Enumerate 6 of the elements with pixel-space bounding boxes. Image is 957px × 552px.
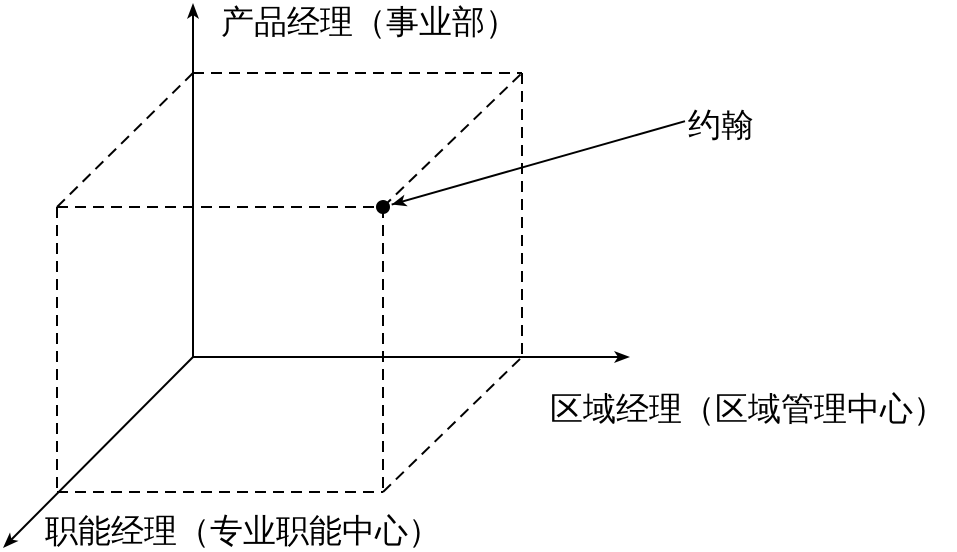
point-dot [376,200,390,214]
name-label: 约翰 [688,108,754,141]
leader-arrow [391,120,686,206]
axis-label: 产品经理（事业部） [221,5,518,38]
axis-label: 区域经理（区域管理中心） [550,392,946,425]
axis-label: 职能经理（专业职能中心） [45,514,441,547]
